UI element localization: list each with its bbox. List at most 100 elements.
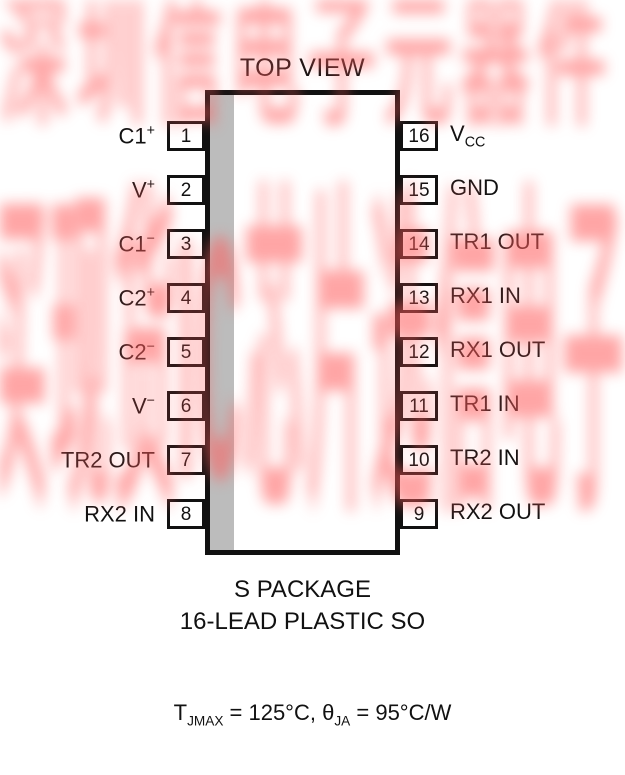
pin-row: V− 6	[0, 391, 205, 421]
pin-label-base: RX2 OUT	[450, 499, 546, 525]
pin-label: C2+	[119, 285, 155, 311]
pin-row: 16 VCC	[400, 121, 625, 151]
pin-number: 12	[408, 341, 430, 363]
package-name: S PACKAGE	[234, 576, 371, 603]
pin-number: 8	[180, 503, 192, 525]
pin-label-base: C1	[118, 123, 147, 149]
pin-number: 4	[180, 287, 192, 309]
pin-row: C2− 5	[0, 337, 205, 367]
pin-number: 2	[180, 179, 192, 201]
pin-row: 14 TR1 OUT	[400, 229, 625, 259]
pin-label: TR1 OUT	[450, 229, 544, 258]
package-caption: S PACKAGE 16-LEAD PLASTIC SO	[105, 574, 500, 638]
pin-row: 11 TR1 IN	[400, 391, 625, 421]
tjmax-symbol: T	[173, 700, 188, 725]
pin-box: 10	[400, 445, 438, 475]
pin-label-sup: +	[146, 122, 155, 139]
pin-label-base: V	[131, 393, 147, 419]
pin-label: C1+	[119, 123, 155, 149]
pin-row: V+ 2	[0, 175, 205, 205]
pin-box: 11	[400, 391, 438, 421]
package-type: 16-LEAD PLASTIC SO	[179, 608, 426, 635]
pin-box: 12	[400, 337, 438, 367]
theta-symbol: θ	[322, 700, 335, 725]
thermal-note: TJMAX = 125°C, θJA = 95°C/W	[0, 700, 625, 728]
pin-label-base: RX1 OUT	[450, 337, 546, 363]
pin-label-base: GND	[450, 175, 499, 201]
pin-label-sup: +	[146, 284, 155, 301]
pin-number: 7	[180, 449, 192, 471]
pin-label-sub: CC	[464, 134, 486, 151]
pin-box: 2	[167, 175, 205, 205]
theta-subscript: JA	[334, 713, 351, 729]
pin-row: 12 RX1 OUT	[400, 337, 625, 367]
pin-number: 1	[180, 125, 192, 147]
pin-row: TR2 OUT 7	[0, 445, 205, 475]
tjmax-subscript: JMAX	[187, 713, 224, 729]
pin-number: 16	[408, 125, 430, 147]
pin-number: 10	[408, 449, 430, 471]
pin-row: C1+ 1	[0, 121, 205, 151]
pin-box: 16	[400, 121, 438, 151]
pin-label: RX2 OUT	[450, 499, 545, 528]
left-pin-column: C1+ 1 V+ 2 C1− 3 C2+ 4 C2− 5 V− 6 TR2 OU…	[0, 121, 205, 553]
tjmax-value: = 125°C,	[223, 700, 323, 725]
pin-box: 14	[400, 229, 438, 259]
pin-label-base: TR2 OUT	[60, 447, 155, 473]
pin-label-sup: −	[146, 392, 155, 409]
pin-box: 4	[167, 283, 205, 313]
package-body	[205, 90, 400, 555]
pin-label-base: RX2 IN	[84, 501, 155, 527]
pin-label: RX1 OUT	[450, 337, 545, 366]
pin-label-base: C2	[118, 339, 147, 365]
pin-label-base: V	[131, 177, 147, 203]
pin-row: C2+ 4	[0, 283, 205, 313]
right-pin-column: 16 VCC 15 GND 14 TR1 OUT 13 RX1 IN 12 RX…	[400, 121, 625, 553]
pin-number: 5	[180, 341, 192, 363]
pin-label: V+	[132, 177, 155, 203]
pin-box: 15	[400, 175, 438, 205]
pin-box: 9	[400, 499, 438, 529]
pin-label-sup: −	[146, 338, 155, 355]
package-shading-stripe	[210, 95, 234, 550]
pin-label: V−	[132, 393, 155, 419]
pin-box: 13	[400, 283, 438, 313]
top-view-title: TOP VIEW	[239, 54, 366, 82]
pin-row: 13 RX1 IN	[400, 283, 625, 313]
pin-number: 6	[180, 395, 192, 417]
pin-label: VCC	[450, 121, 485, 150]
pin-label-base: TR2 IN	[450, 445, 520, 471]
pin-label-sup: +	[146, 176, 155, 193]
pin-label: GND	[450, 175, 499, 204]
pin-label-base: TR1 OUT	[450, 229, 545, 255]
pin-row: 9 RX2 OUT	[400, 499, 625, 529]
pin-number: 14	[408, 233, 430, 255]
pin-number: 3	[180, 233, 192, 255]
pin-box: 8	[167, 499, 205, 529]
pin-label: C2−	[119, 339, 155, 365]
pin-label: TR1 IN	[450, 391, 520, 420]
pin-label: TR2 OUT	[61, 447, 155, 473]
pin-label: RX2 IN	[84, 501, 155, 527]
pin-box: 3	[167, 229, 205, 259]
pin-label-base: C2	[118, 285, 147, 311]
pin-label-base: V	[450, 121, 465, 147]
pin-label-sup: −	[146, 230, 155, 247]
theta-value: = 95°C/W	[350, 700, 452, 725]
pin-label-base: TR1 IN	[450, 391, 520, 417]
pin-row: RX2 IN 8	[0, 499, 205, 529]
pin-label: C1−	[119, 231, 155, 257]
pin-label-base: RX1 IN	[450, 283, 521, 309]
pin-row: 10 TR2 IN	[400, 445, 625, 475]
pin-row: 15 GND	[400, 175, 625, 205]
pin-label: TR2 IN	[450, 445, 520, 474]
pin-box: 7	[167, 445, 205, 475]
pin-label-base: C1	[118, 231, 147, 257]
pin-box: 6	[167, 391, 205, 421]
pin-box: 5	[167, 337, 205, 367]
pin-label: RX1 IN	[450, 283, 521, 312]
pin-number: 9	[413, 503, 425, 525]
pin-row: C1− 3	[0, 229, 205, 259]
pin-number: 15	[408, 179, 430, 201]
